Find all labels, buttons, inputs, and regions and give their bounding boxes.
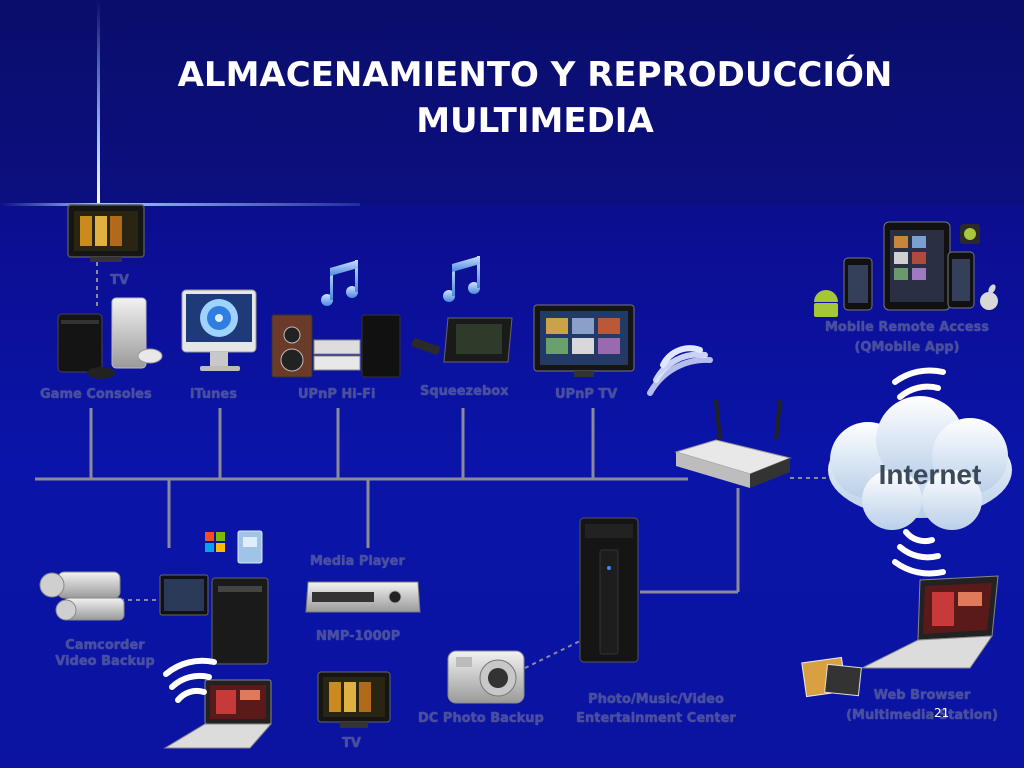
label-squeezebox: Squeezebox — [420, 384, 509, 399]
label-upnp-tv: UPnP TV — [555, 387, 618, 402]
imac-icon — [181, 289, 257, 371]
nas-icon — [579, 517, 639, 663]
label-mobile-line2: (QMobile App) — [854, 340, 960, 355]
apple-icon — [980, 284, 998, 310]
game-console-icon — [57, 297, 163, 379]
label-entertainment-center: Photo/Music/Video Entertainment Center — [566, 692, 746, 727]
label-upnp-hifi: UPnP Hi-Fi — [298, 387, 376, 402]
cloud-icon: Internet — [828, 396, 1012, 530]
label-tv-bottom: TV — [342, 736, 361, 751]
squeezebox-icon — [411, 317, 513, 363]
title-line-2: MULTIMEDIA — [416, 101, 654, 141]
label-camcorder: Camcorder Video Backup — [40, 638, 170, 670]
laptop-icon — [801, 575, 999, 698]
mac-logo-icon — [237, 530, 263, 564]
label-itunes: iTunes — [190, 387, 237, 402]
label-photo-line2: Entertainment Center — [576, 711, 736, 726]
label-photo-line1: Photo/Music/Video — [588, 692, 724, 707]
tv-icon — [67, 204, 145, 262]
label-game-consoles: Game Consoles — [40, 387, 152, 402]
label-nmp: NMP-1000P — [316, 629, 401, 644]
camera-icon — [447, 650, 525, 704]
accent-line-vertical — [97, 0, 100, 205]
label-mobile-line1: Mobile Remote Access — [824, 320, 990, 335]
slide-title: ALMACENAMIENTO Y REPRODUCCIÓN MULTIMEDIA — [120, 52, 950, 144]
router-icon — [674, 399, 792, 488]
windows-logo-icon — [205, 532, 225, 552]
camcorder-icon — [39, 571, 125, 621]
hifi-icon — [271, 314, 401, 378]
label-web-line2: (Multimedia Station) — [846, 708, 998, 723]
tv-icon — [317, 671, 391, 728]
label-tv-top: TV — [110, 273, 129, 288]
label-media-player: Media Player — [310, 554, 405, 569]
internet-label: Internet — [879, 459, 982, 490]
media-player-icon — [305, 581, 421, 613]
title-line-1: ALMACENAMIENTO Y REPRODUCCIÓN — [177, 55, 893, 95]
tv-icon — [533, 304, 635, 377]
title-band — [0, 0, 1024, 205]
wifi-icon — [892, 529, 946, 577]
page-number: 21 — [934, 706, 950, 720]
label-mobile-access: Mobile Remote Access (QMobile App) — [812, 320, 1002, 356]
wifi-icon — [647, 345, 713, 396]
accent-line-horizontal — [0, 203, 360, 206]
laptop-icon — [163, 679, 273, 749]
label-camcorder-line1: Camcorder — [65, 638, 145, 653]
label-camcorder-line2: Video Backup — [55, 654, 155, 669]
wifi-icon — [163, 657, 217, 703]
android-icon — [814, 290, 838, 317]
label-web-line1: Web Browser — [873, 688, 971, 703]
tablet-icon — [843, 221, 980, 311]
desktop-pc-icon — [159, 574, 269, 665]
label-web-browser: Web Browser (Multimedia Station) — [832, 688, 1012, 724]
label-dc-photo: DC Photo Backup — [418, 711, 544, 726]
music-notes-icon — [321, 256, 480, 306]
